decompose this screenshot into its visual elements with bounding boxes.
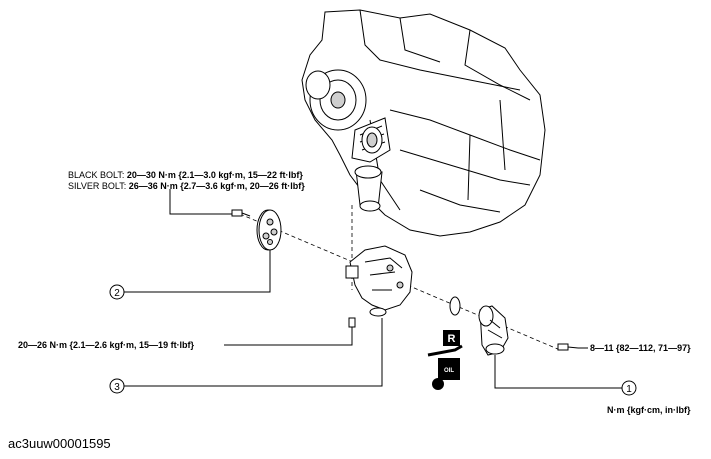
- oil-can-icon: OIL: [427, 344, 463, 390]
- plate-bolt: [231, 209, 251, 217]
- outlet-fitting-part: [478, 305, 509, 356]
- housing-bolt: [348, 317, 356, 340]
- callout-1: 1: [621, 380, 637, 396]
- callout-3-number: 3: [114, 382, 120, 393]
- pulley-plate-part: [256, 209, 282, 251]
- oil-can-text: OIL: [444, 368, 454, 374]
- bolt-torque-leader: [169, 189, 232, 215]
- callout-3-leader: [124, 318, 383, 387]
- callout-3: 3: [109, 378, 125, 394]
- small-bolt-torque-label: 8—11 {82—112, 71—97}: [590, 343, 691, 353]
- housing-bolt-torque-label: 20—26 N·m {2.1—2.6 kgf·m, 15—19 ft·lbf}: [18, 340, 195, 350]
- housing-torque-leader: [224, 340, 353, 346]
- replace-symbol: R: [443, 330, 460, 346]
- replace-symbol-text: R: [448, 333, 456, 345]
- pump-housing-part: [345, 245, 413, 317]
- gasket-ring: [449, 296, 461, 316]
- callout-1-leader: [494, 355, 622, 389]
- callout-2-leader: [124, 250, 271, 293]
- callout-2-number: 2: [114, 288, 120, 299]
- fitting-bolt: [557, 343, 579, 351]
- callout-2: 2: [109, 284, 125, 300]
- engine-block: [301, 9, 546, 237]
- callout-1-number: 1: [626, 384, 632, 395]
- silver-bolt-torque-label: SILVER BOLT: 26—36 N·m {2.7—3.6 kgf·m, 2…: [68, 181, 305, 191]
- figure-id-caption: ac3uuw00001595: [8, 436, 111, 451]
- units-note: N·m {kgf·cm, in·lbf}: [607, 405, 691, 415]
- black-bolt-torque-label: BLACK BOLT: 20—30 N·m {2.1—3.0 kgf·m, 15…: [68, 170, 303, 180]
